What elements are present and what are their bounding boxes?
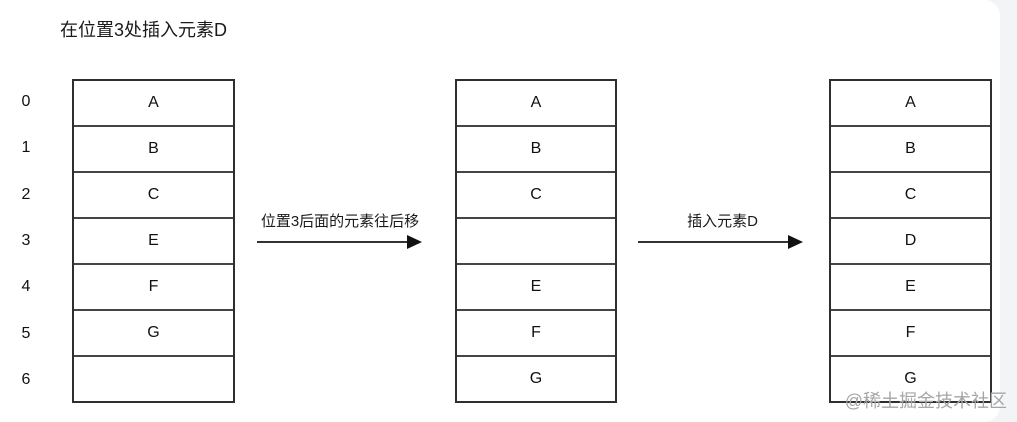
- array-cell: G: [904, 370, 917, 387]
- array-cell: B: [457, 127, 615, 173]
- array-cell: F: [74, 265, 233, 311]
- array-cell: A: [831, 81, 990, 127]
- array-cell: B: [831, 127, 990, 173]
- array-cell-empty: [74, 357, 233, 401]
- array-cell: F: [457, 311, 615, 357]
- index-label: 5: [21, 324, 31, 342]
- diagram-title: 在位置3处插入元素D: [60, 20, 228, 40]
- arrow-right-icon: [638, 235, 803, 249]
- index-label: 3: [21, 231, 31, 249]
- array-cell: F: [831, 311, 990, 357]
- array-after-insert: A B C D E F G: [829, 79, 992, 403]
- array-cell: E: [831, 265, 990, 311]
- index-label: 4: [21, 278, 31, 296]
- array-cell: E: [74, 219, 233, 265]
- index-label: 0: [21, 93, 31, 111]
- array-cell: C: [457, 173, 615, 219]
- index-label: 6: [21, 370, 31, 388]
- array-cell: D: [831, 219, 990, 265]
- index-label: 1: [21, 139, 31, 157]
- shift-arrow-label: 位置3后面的元素往后移: [260, 213, 420, 230]
- array-before-insert: A B C E F G: [72, 79, 235, 403]
- array-cell: A: [457, 81, 615, 127]
- index-column: 0 1 2 3 4 5 6: [12, 79, 40, 403]
- array-cell: C: [831, 173, 990, 219]
- array-cell: E: [457, 265, 615, 311]
- array-cell: A: [74, 81, 233, 127]
- array-cell-empty: [457, 219, 615, 265]
- arrow-right-icon: [257, 235, 422, 249]
- index-label: 2: [21, 185, 31, 203]
- array-cell: G: [74, 311, 233, 357]
- array-cell: B: [74, 127, 233, 173]
- array-after-shift: A B C E F G: [455, 79, 617, 403]
- array-cell: C: [74, 173, 233, 219]
- watermark: @稀土掘金技术社区: [844, 391, 1007, 411]
- insert-arrow-label: 插入元素D: [687, 213, 758, 230]
- array-cell: G: [529, 370, 543, 387]
